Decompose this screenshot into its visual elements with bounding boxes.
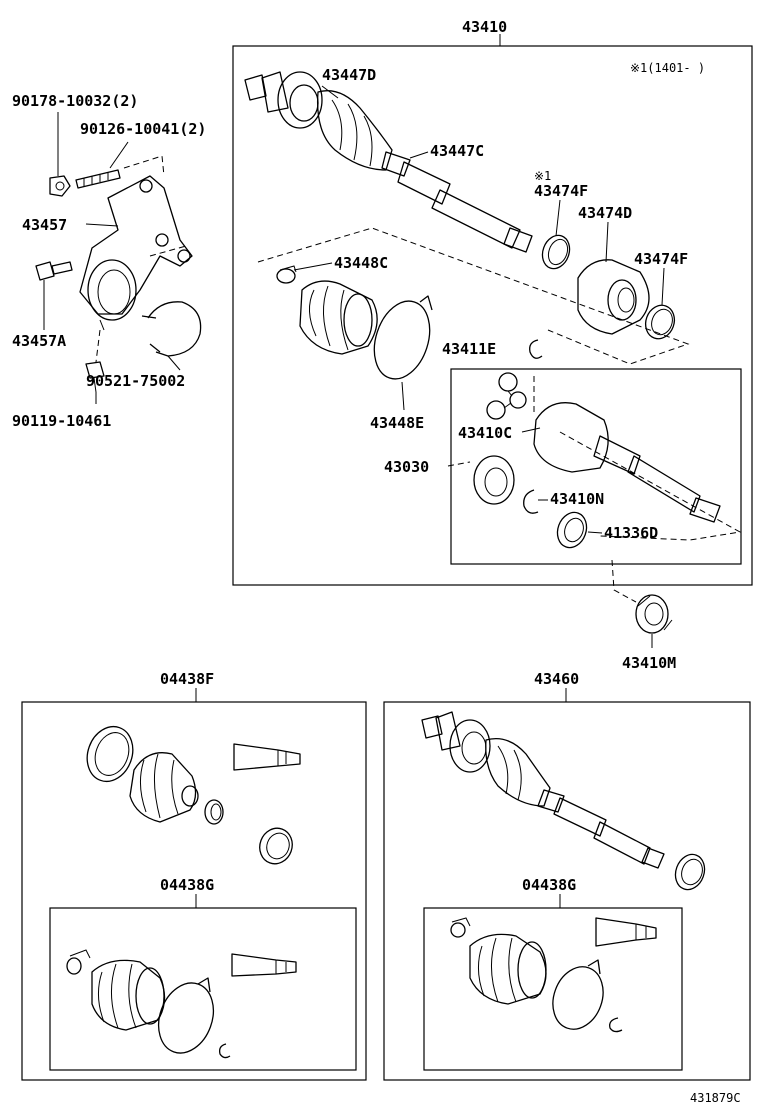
kit-f-boot[interactable]	[129, 752, 199, 823]
nut-90178[interactable]	[49, 175, 71, 197]
dust-seal-43410m[interactable]	[635, 594, 673, 634]
outer-boot[interactable]	[299, 280, 378, 355]
label-43410c[interactable]: 43410C	[458, 424, 512, 442]
label-43474d[interactable]: 43474D	[578, 204, 632, 222]
outer-cv-joint-43447d[interactable]	[244, 71, 393, 171]
kit-g-left-band[interactable]	[149, 975, 222, 1060]
kit-f-grease[interactable]	[233, 743, 301, 771]
label-43474f-left[interactable]: 43474F	[534, 182, 588, 200]
label-43410[interactable]: 43410	[462, 18, 507, 36]
boot-kit-outline	[257, 227, 690, 365]
note-mark-1: ※1	[534, 169, 551, 183]
kit-g-right-boot[interactable]	[469, 933, 547, 1005]
kit-g-left-boot[interactable]	[91, 959, 166, 1031]
kit-g-left-grease[interactable]	[231, 953, 297, 977]
bolt-90119[interactable]	[85, 361, 105, 393]
label-43457a[interactable]: 43457A	[12, 332, 66, 350]
label-90521-75002[interactable]: 90521-75002	[86, 372, 185, 390]
label-43448e[interactable]: 43448E	[370, 414, 424, 432]
kit-f-clamp-small[interactable]	[204, 799, 224, 825]
label-90119-10461[interactable]: 90119-10461	[12, 412, 111, 430]
assy-43460-clamp[interactable]	[671, 850, 710, 893]
label-43410m[interactable]: 43410M	[622, 654, 676, 672]
kit-g-left-clamp[interactable]	[66, 949, 91, 975]
label-43447c[interactable]: 43447C	[430, 142, 484, 160]
oil-seal-41336d[interactable]	[553, 508, 592, 551]
label-43474f-right[interactable]: 43474F	[634, 250, 688, 268]
label-43460[interactable]: 43460	[534, 670, 579, 688]
kit-g-right-ring[interactable]	[609, 1017, 623, 1033]
snap-ring-43410n[interactable]	[523, 489, 539, 514]
snap-ring-43411e[interactable]	[529, 339, 543, 359]
label-04438g-right[interactable]: 04438G	[522, 876, 576, 894]
kit-f-clamp-large[interactable]	[255, 824, 297, 869]
label-43411e[interactable]: 43411E	[442, 340, 496, 358]
assy-43460-shaft[interactable]	[537, 789, 665, 869]
diagram-code: 431879C	[690, 1091, 741, 1105]
stud-bolt-90126[interactable]	[75, 169, 121, 189]
shaft-axis-line	[559, 431, 742, 541]
boot-clamp-43474f-left[interactable]	[538, 232, 574, 273]
kit-g-right-band[interactable]	[545, 959, 612, 1037]
kit-box-04438g-left	[49, 907, 357, 1071]
snap-ring-90521[interactable]	[141, 301, 202, 357]
label-43447d[interactable]: 43447D	[322, 66, 376, 84]
assembly-box-43460	[383, 701, 751, 1081]
kit-box-04438g-right	[423, 907, 683, 1071]
boot-clamp-43474f-right[interactable]	[641, 301, 679, 343]
kit-f-band[interactable]	[80, 720, 140, 788]
kit-g-left-ring[interactable]	[218, 1043, 231, 1059]
label-43410n[interactable]: 43410N	[550, 490, 604, 508]
label-43448c[interactable]: 43448C	[334, 254, 388, 272]
assy-43460-outer-joint[interactable]	[421, 711, 551, 807]
note-applicability: ※1(1401- )	[630, 61, 705, 75]
label-04438g-left[interactable]: 04438G	[160, 876, 214, 894]
kit-g-right-clamp[interactable]	[450, 917, 471, 938]
boot-clamp-43448c[interactable]	[276, 265, 297, 284]
inner-boot-43474d[interactable]	[577, 259, 650, 335]
boot-band-43448e[interactable]	[365, 294, 439, 386]
inner-joint-43410c[interactable]	[533, 402, 721, 523]
label-90178-10032[interactable]: 90178-10032(2)	[12, 92, 138, 110]
assembly-box-43410	[232, 45, 753, 586]
label-04438f[interactable]: 04438F	[160, 670, 214, 688]
tripod[interactable]	[486, 372, 527, 420]
inner-joint-box	[450, 368, 742, 565]
kit-g-right-grease[interactable]	[595, 917, 657, 947]
label-41336d[interactable]: 41336D	[604, 524, 658, 542]
bearing-43030[interactable]	[473, 455, 515, 505]
kit-box-04438f	[21, 701, 367, 1081]
label-43457[interactable]: 43457	[22, 216, 67, 234]
label-43030[interactable]: 43030	[384, 458, 429, 476]
drive-shaft-43447c[interactable]	[381, 151, 533, 253]
label-90126-10041[interactable]: 90126-10041(2)	[80, 120, 206, 138]
bracket-43457[interactable]	[79, 175, 193, 331]
bolt-43457a[interactable]	[35, 261, 73, 281]
